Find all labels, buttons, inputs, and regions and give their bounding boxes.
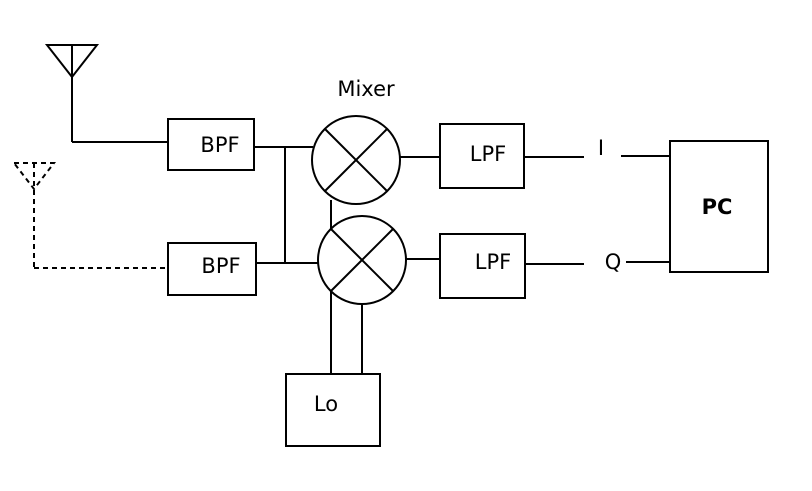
lpf-top-box xyxy=(439,123,525,189)
pc-box xyxy=(669,140,769,273)
bpf-bottom-box xyxy=(167,242,257,296)
mixer-top xyxy=(311,115,401,205)
lpf-bottom-label: LPF xyxy=(475,250,511,274)
bpf-bottom-label: BPF xyxy=(201,254,240,278)
antenna-primary xyxy=(44,44,100,142)
bpf-top-box xyxy=(167,118,255,171)
pc-label: PC xyxy=(702,195,733,219)
i-output-label: I xyxy=(598,136,604,160)
lpf-bottom-box xyxy=(439,233,526,299)
lo-feed-lines xyxy=(330,291,363,374)
mixer-label: Mixer xyxy=(337,77,395,101)
lo-label: Lo xyxy=(314,392,338,416)
q-output-label: Q xyxy=(605,250,622,274)
lo-box xyxy=(285,373,381,447)
bpf-top-label: BPF xyxy=(200,133,239,157)
antenna-secondary xyxy=(11,162,57,268)
bpf-mixer-wiring xyxy=(254,146,318,264)
mixer-bottom xyxy=(317,215,407,305)
lpf-top-label: LPF xyxy=(470,142,506,166)
